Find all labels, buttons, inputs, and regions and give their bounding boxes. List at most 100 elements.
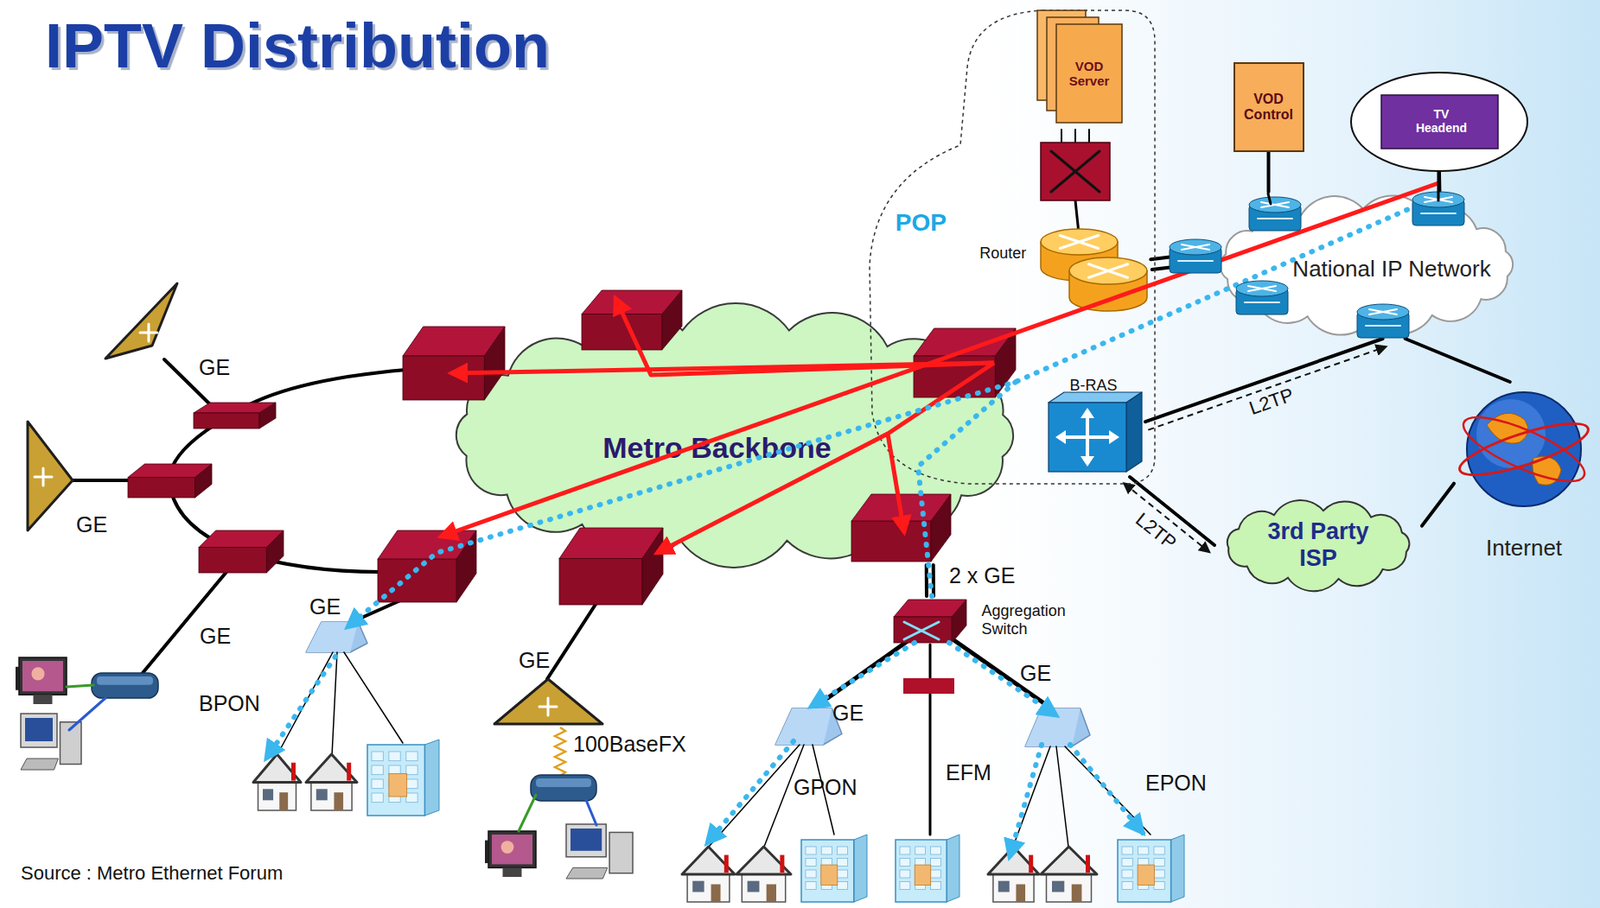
node-label: POP (895, 209, 947, 237)
art-polygon (581, 290, 683, 315)
art-rect (535, 778, 592, 788)
art-line (1147, 346, 1386, 430)
link-label: GE (518, 648, 550, 674)
edge-label: 2 x GE (949, 563, 1015, 589)
art-rect (1249, 204, 1301, 231)
node-text-wrap: VOD Server (1058, 57, 1120, 89)
multicast-path (615, 298, 995, 376)
source-caption: Source : Metro Ethernet Forum (20, 862, 283, 886)
art-polygon (736, 847, 791, 875)
efm-device (903, 678, 955, 695)
label-wrap: BPON (198, 691, 261, 717)
art-rect (1153, 870, 1165, 879)
art-polygon (1171, 835, 1185, 903)
art-polygon (1080, 456, 1095, 467)
node-label: Metro Backbone (599, 431, 836, 466)
art-polygon (253, 754, 301, 784)
ip-switch-icon (1169, 239, 1222, 274)
art-line (69, 698, 106, 731)
art-polygon (1025, 708, 1081, 747)
node-text-wrap: B-RAS (1069, 376, 1117, 396)
link-label: GE (76, 512, 108, 538)
art-line (1088, 129, 1091, 146)
connector (1150, 253, 1206, 271)
art-rect (1051, 881, 1065, 893)
node-label: National IP Network (1292, 256, 1491, 283)
art-polygon (198, 530, 284, 549)
node-label: VOD Server (1058, 57, 1120, 89)
link-label: GE (199, 624, 231, 650)
art-rect (821, 882, 832, 891)
network-node: Metro Backbone (439, 305, 1031, 566)
label-wrap: EFM (945, 760, 992, 786)
art-rect (1015, 885, 1026, 903)
art-rect (262, 789, 274, 801)
art-rect (993, 872, 1034, 903)
metro-switch (127, 464, 212, 498)
art-rect (127, 478, 196, 498)
node-label: B-RAS (1069, 376, 1117, 396)
link-label: GPON (793, 775, 858, 801)
art-rect (406, 793, 418, 804)
metro-switch (198, 530, 284, 574)
art-polygon (484, 326, 505, 401)
building-icon (801, 835, 867, 903)
node-label: VOD Control (1240, 91, 1298, 124)
art-line (1421, 212, 1456, 215)
caption-wrap: Source : Metro Ethernet Forum (20, 862, 283, 886)
art-ellipse (1169, 239, 1222, 255)
label-wrap: GE (199, 624, 231, 650)
art-line (924, 565, 929, 597)
art-line (1060, 129, 1063, 146)
art-line (539, 706, 557, 709)
art-rect (930, 847, 942, 855)
house-icon (736, 847, 791, 903)
edge-label: L2TP (1246, 383, 1297, 421)
vod-switch (1040, 142, 1110, 201)
house-icon (305, 754, 357, 811)
art-rect (371, 793, 383, 804)
art-line (547, 603, 597, 680)
vod-path (810, 643, 915, 708)
art-rect (836, 859, 848, 867)
art-rect (836, 882, 848, 891)
art-ellipse (1456, 405, 1593, 494)
art-polygon (1109, 430, 1120, 445)
building-icon (1117, 835, 1185, 903)
art-polygon (195, 464, 212, 498)
art-rect (311, 779, 352, 811)
modem-icon (530, 775, 597, 802)
metro-switch (851, 494, 951, 562)
connector (1268, 151, 1269, 192)
art-rect (388, 774, 408, 797)
building-icon (895, 835, 960, 903)
link-label: BPON (198, 691, 261, 717)
headend-box (1381, 95, 1499, 149)
metro-switch (193, 402, 276, 429)
art-rect (333, 792, 344, 811)
art-rect (371, 779, 383, 790)
art-rect (22, 661, 64, 692)
art-line (42, 468, 45, 486)
art-rect (559, 559, 643, 606)
network-node: Router (968, 223, 1152, 316)
art-rect (899, 859, 911, 867)
art-line (931, 565, 936, 597)
cloud-outline (1227, 500, 1410, 592)
network-node: 3rd Party ISP (1214, 497, 1422, 594)
art-rect (1085, 855, 1091, 874)
label-wrap: EPON (1145, 771, 1207, 797)
multicast-path (887, 363, 995, 533)
art-line (1181, 244, 1210, 250)
vod-path (347, 201, 1427, 628)
art-rect (406, 779, 418, 790)
art-rect (805, 882, 816, 891)
art-rect (687, 872, 730, 903)
link-label: GE (198, 355, 230, 381)
art-rect (1117, 840, 1172, 903)
building-icon (367, 739, 440, 816)
art-rect (503, 867, 523, 878)
art-line (1248, 286, 1276, 292)
art-rect (402, 356, 485, 401)
connector (1405, 338, 1511, 383)
